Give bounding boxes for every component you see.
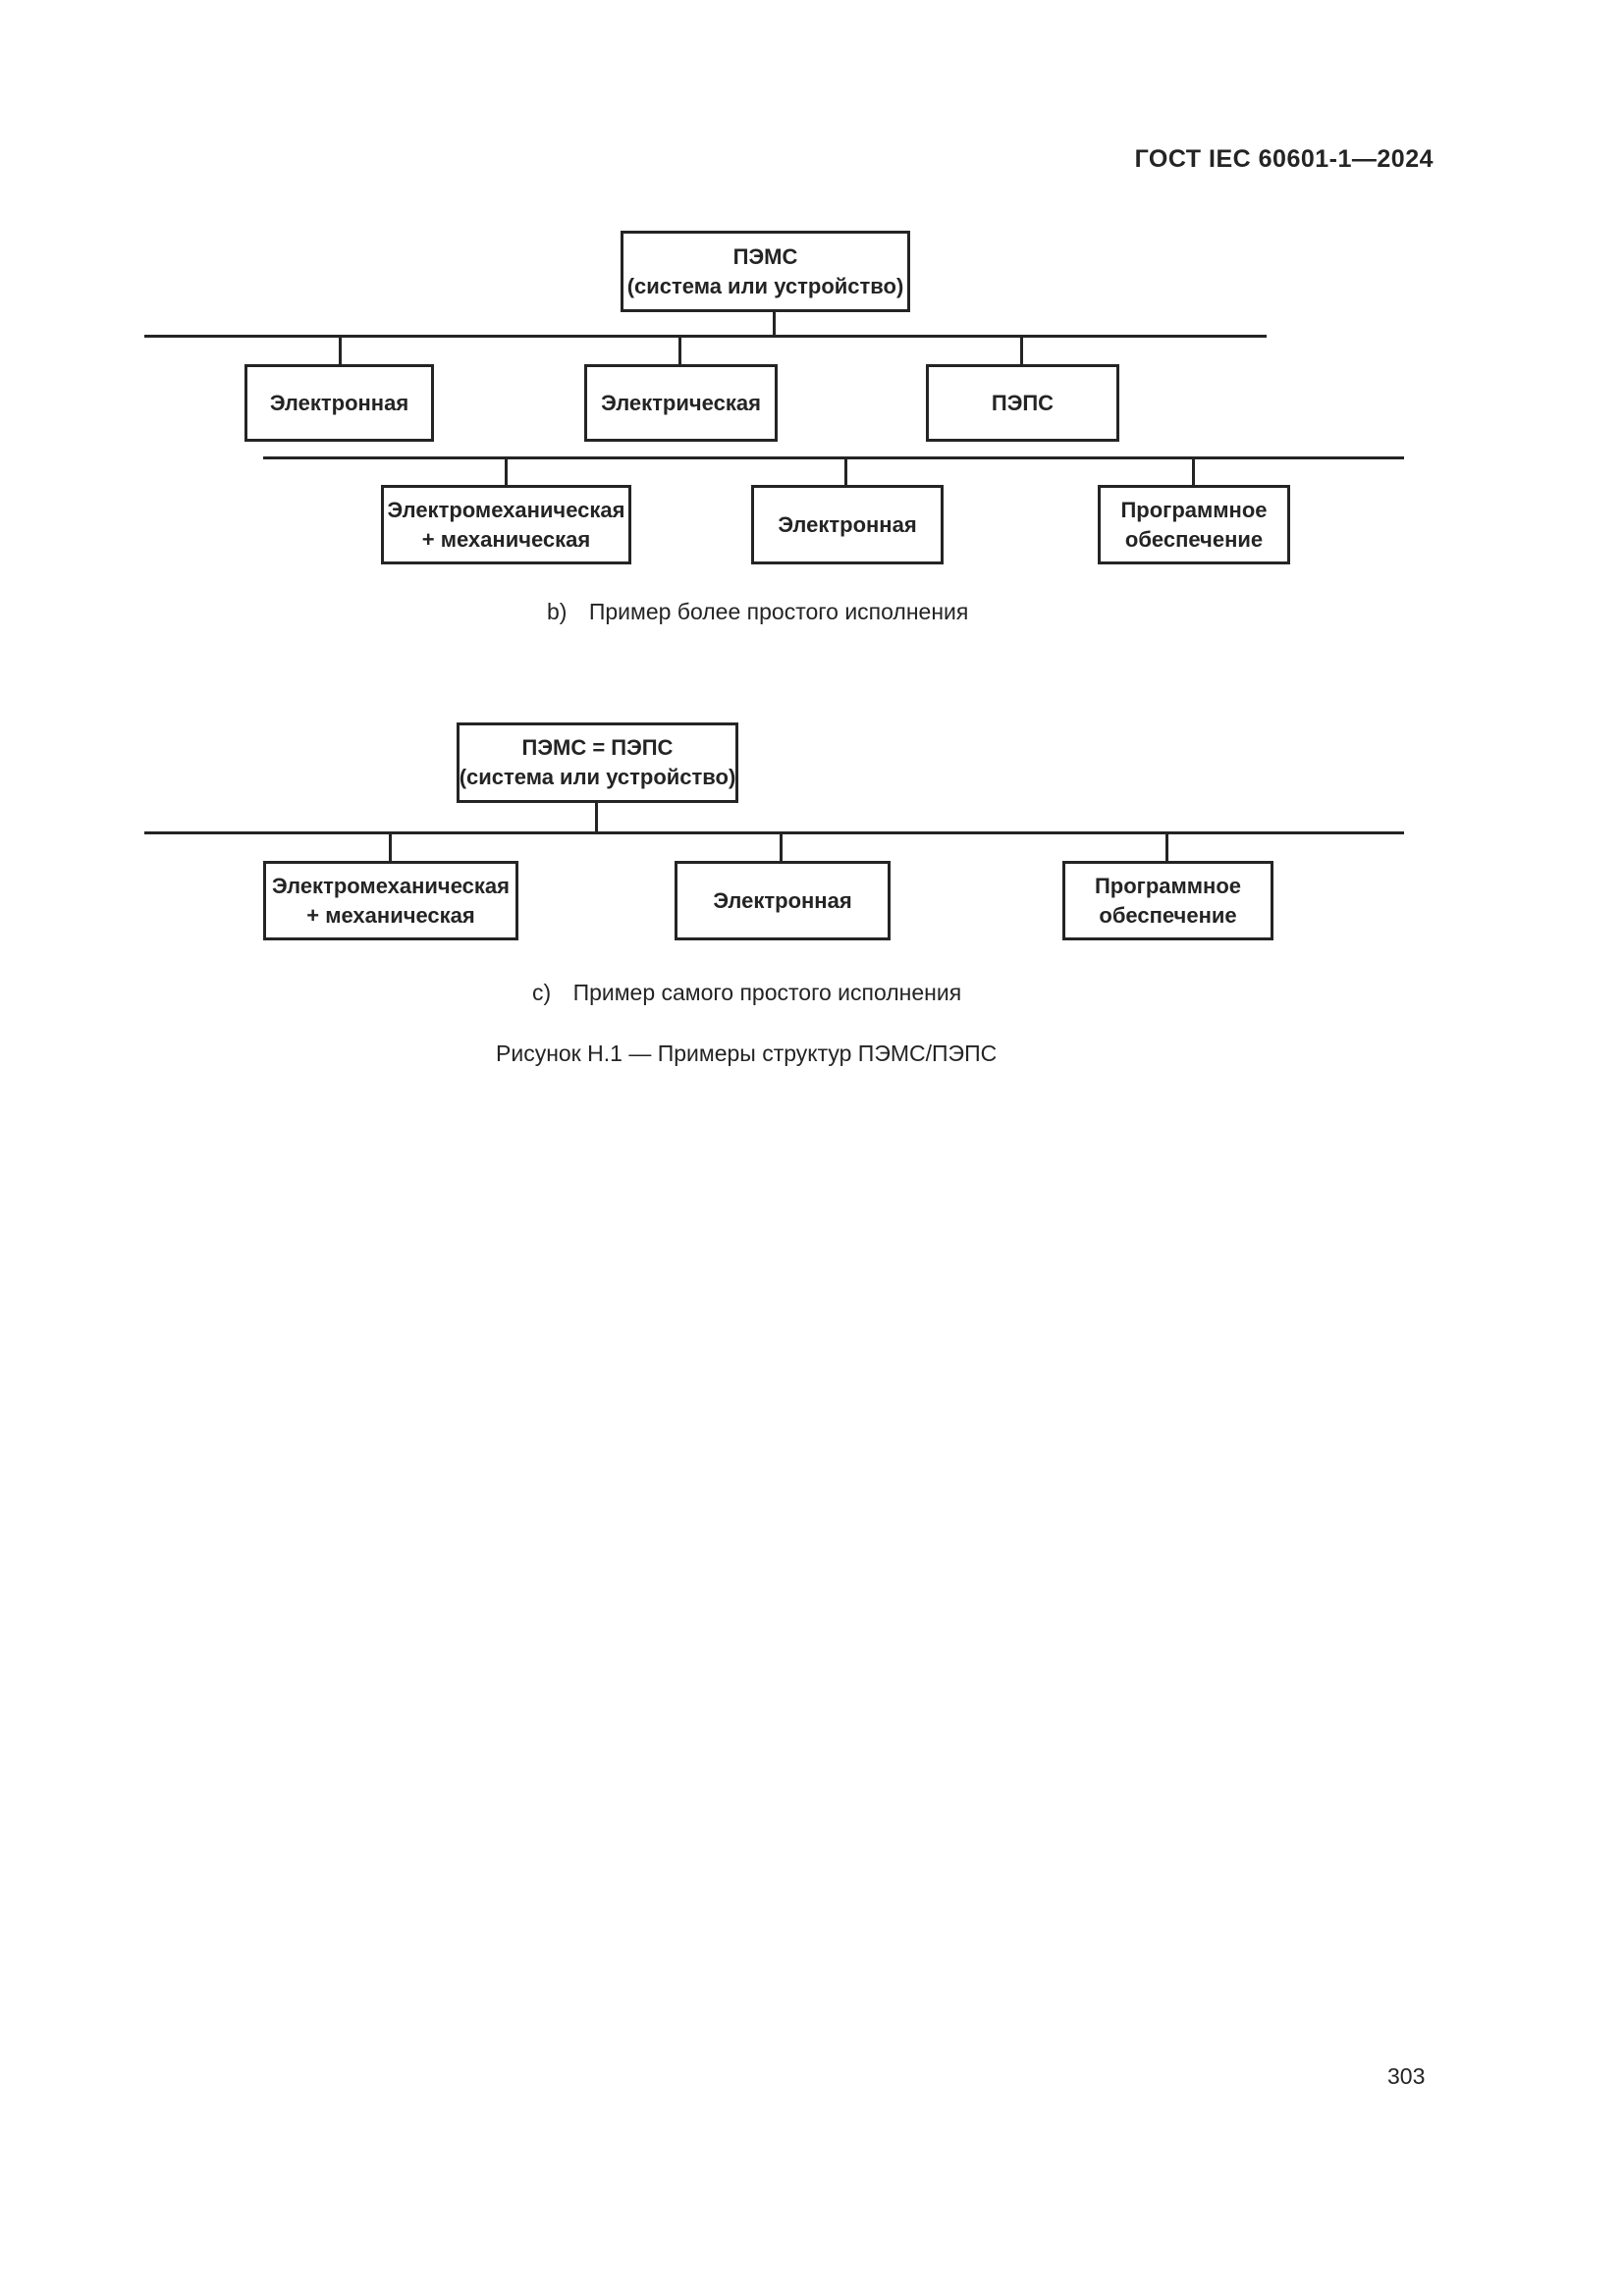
box-label: Электронная bbox=[778, 511, 917, 537]
chart-b-root-box: ПЭМС (система или устройство) bbox=[621, 231, 910, 312]
chart-b-row1-box-peps: ПЭПС bbox=[926, 364, 1119, 442]
connector-vertical bbox=[773, 312, 776, 338]
chart-b-row2-box-electronic: Электронная bbox=[751, 485, 944, 564]
connector-vertical bbox=[595, 803, 598, 832]
connector-rail bbox=[144, 831, 1404, 834]
box-label: Программное bbox=[1094, 873, 1242, 898]
connector-rail bbox=[263, 456, 1404, 459]
chart-b-row2-box-electromechanical: Электромеханическая + механическая bbox=[381, 485, 631, 564]
box-label: Электронная bbox=[269, 390, 409, 415]
caption-b-text: Пример более простого исполнения bbox=[588, 599, 969, 624]
connector-vertical bbox=[1192, 457, 1195, 486]
box-label: Электромеханическая bbox=[387, 497, 625, 522]
box-label: Электронная bbox=[713, 887, 852, 913]
connector-vertical bbox=[339, 336, 342, 365]
connector-vertical bbox=[678, 336, 681, 365]
box-label: обеспечение bbox=[1124, 526, 1264, 552]
chart-b-row1-box-electrical: Электрическая bbox=[584, 364, 778, 442]
figure-caption: Рисунок Н.1 — Примеры структур ПЭМС/ПЭПС bbox=[496, 1041, 998, 1066]
page-number: 303 bbox=[1387, 2063, 1426, 2089]
box-label: + механическая bbox=[306, 902, 475, 928]
connector-vertical bbox=[844, 457, 847, 486]
chart-c-root-box: ПЭМС = ПЭПС (система или устройство) bbox=[457, 722, 738, 803]
caption-c-text: Пример самого простого исполнения bbox=[572, 980, 962, 1005]
connector-vertical bbox=[780, 832, 783, 862]
caption-b-label: b) bbox=[547, 599, 568, 624]
box-label: Электромеханическая bbox=[272, 873, 510, 898]
document-header: ГОСТ IEC 60601-1—2024 bbox=[1134, 145, 1434, 173]
box-label: (система или устройство) bbox=[459, 765, 736, 789]
box-label: Программное bbox=[1120, 497, 1268, 522]
box-label: (система или устройство) bbox=[626, 273, 904, 298]
box-label: + механическая bbox=[421, 526, 591, 552]
box-label: ПЭМС = ПЭПС bbox=[521, 735, 674, 761]
chart-c-row1-box-electromechanical: Электромеханическая + механическая bbox=[263, 861, 518, 940]
box-label: обеспечение bbox=[1099, 902, 1237, 928]
caption-c: c) Пример самого простого исполнения bbox=[532, 980, 961, 1006]
connector-vertical bbox=[1165, 832, 1168, 862]
box-label: ПЭМС bbox=[732, 243, 798, 269]
caption-b: b) Пример более простого исполнения bbox=[547, 599, 968, 625]
box-label: ПЭПС bbox=[991, 390, 1055, 415]
connector-vertical bbox=[505, 457, 508, 486]
caption-c-label: c) bbox=[532, 980, 552, 1005]
chart-b-row1-box-electronic: Электронная bbox=[244, 364, 434, 442]
chart-c-row1-box-electronic: Электронная bbox=[675, 861, 891, 940]
connector-rail bbox=[144, 335, 1267, 338]
connector-vertical bbox=[389, 832, 392, 862]
box-label: Электрическая bbox=[601, 390, 761, 415]
connector-vertical bbox=[1020, 336, 1023, 365]
chart-c-row1-box-software: Программное обеспечение bbox=[1062, 861, 1273, 940]
chart-b-row2-box-software: Программное обеспечение bbox=[1098, 485, 1290, 564]
